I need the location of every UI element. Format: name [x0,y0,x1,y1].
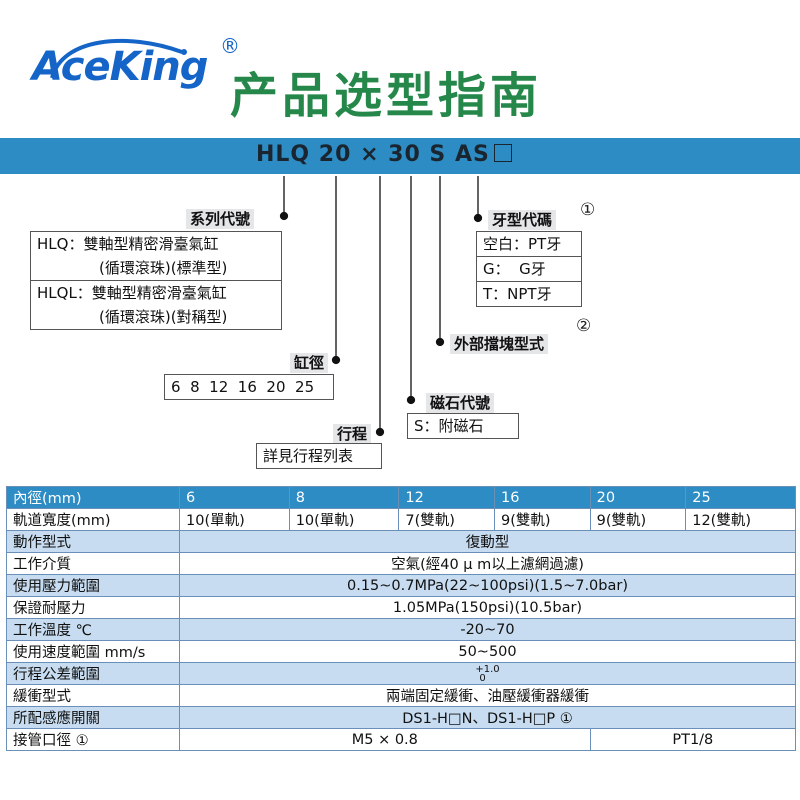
row-name: 緩衝型式 [6,684,180,707]
thread-row: T：NPT牙 [477,281,581,306]
model-code: HLQ 20 × 30 S AS [256,142,512,167]
stroke-label: 行程 [333,423,372,444]
table-cell: 空氣(經40 μ m以上濾網過濾) [179,552,796,575]
thread-row: G： G牙 [477,256,581,281]
brand-logo: AceKing [32,30,222,100]
external-label: 外部擋塊型式 [450,333,549,354]
table-cell: 復動型 [179,530,796,553]
row-name: 行程公差範圍 [6,662,180,685]
note-1-marker: ① [580,200,596,220]
row-name: 使用速度範圍 mm/s [6,640,180,663]
row-name: 使用壓力範圍 [6,574,180,597]
table-cell: 10(單軌) [179,508,290,531]
series-row: HLQL：雙軸型精密滑臺氣缸 [31,280,281,305]
series-label: 系列代號 [186,208,255,229]
page-title: 产品选型指南 [230,68,543,124]
table-cell: 9(雙軌) [494,508,591,531]
table-header-cell: 20 [589,486,687,509]
table-cell: 9(雙軌) [589,508,687,531]
tolerance-lower: 0 [479,672,486,684]
table-cell: 7(雙軌) [398,508,496,531]
series-row: HLQ：雙軸型精密滑臺氣缸 [37,235,219,253]
row-name: 工作介質 [6,552,180,575]
table-row: 使用壓力範圍 0.15~0.7MPa(22~100psi)(1.5~7.0bar… [6,574,796,597]
table-header-cell: 16 [494,486,591,509]
table-header-cell: 25 [685,486,796,509]
model-code-text: HLQ 20 × 30 S AS [256,142,490,167]
connector-lines [279,176,483,437]
table-row: 緩衝型式 兩端固定緩衝、油壓緩衝器緩衝 [6,684,796,707]
thread-label: 牙型代碼 [488,209,557,230]
registered-mark: ® [220,34,240,58]
table-row: 動作型式 復動型 [6,530,796,553]
row-name: 接管口徑 ① [6,728,180,751]
thread-box: 空白：PT牙 G： G牙 T：NPT牙 [476,231,582,307]
table-row: 保證耐壓力 1.05MPa(150psi)(10.5bar) [6,596,796,619]
table-cell: -20~70 [179,618,796,641]
bore-label: 缸徑 [290,352,329,373]
bore-box: 6 8 12 16 20 25 [164,374,334,400]
stroke-box: 詳見行程列表 [256,443,382,469]
magnet-box: S：附磁石 [407,413,519,439]
table-row: 工作溫度 ℃ -20~70 [6,618,796,641]
row-name: 軌道寬度(mm) [6,508,180,531]
row-name: 所配感應開關 [6,706,180,729]
table-row: 接管口徑 ① M5 × 0.8 PT1/8 [6,728,797,751]
table-cell: 0.15~0.7MPa(22~100psi)(1.5~7.0bar) [179,574,796,597]
table-cell: 50~500 [179,640,796,663]
row-name: 保證耐壓力 [6,596,180,619]
series-row: (循環滾珠)(標準型) [99,259,228,277]
thread-row: 空白：PT牙 [483,235,562,253]
table-cell: DS1-H□N、DS1-H□P ① [179,706,796,729]
table-header-cell: 12 [398,486,496,509]
table-cell: 12(雙軌) [685,508,796,531]
series-box: HLQ：雙軸型精密滑臺氣缸 (循環滾珠)(標準型) HLQL：雙軸型精密滑臺氣缸… [30,231,282,330]
table-cell: 1.05MPa(150psi)(10.5bar) [179,596,796,619]
table-cell: 10(單軌) [288,508,400,531]
magnet-value: S：附磁石 [414,417,484,435]
logo-swoosh-icon [50,38,187,79]
table-row: 所配感應開關 DS1-H□N、DS1-H□P ① [6,706,796,729]
table-cell: 兩端固定緩衝、油壓緩衝器緩衝 [179,684,796,707]
row-name: 工作溫度 ℃ [6,618,180,641]
table-header-cell: 6 [179,486,290,509]
table-cell: PT1/8 [589,728,797,751]
table-header-row: 內徑(mm) 6 8 12 16 20 25 [6,486,796,509]
table-row: 使用速度範圍 mm/s 50~500 [6,640,796,663]
table-header-cell: 8 [288,486,400,509]
row-name: 動作型式 [6,530,180,553]
series-row: (循環滾珠)(對稱型) [99,308,228,326]
magnet-label: 磁石代號 [426,392,495,413]
thread-slot-box [493,144,512,162]
table-row: 工作介質 空氣(經40 μ m以上濾網過濾) [6,552,796,575]
brand-name: AceKing [32,44,208,90]
note-2-marker: ② [576,316,592,336]
spec-table: 內徑(mm) 6 8 12 16 20 25 軌道寬度(mm) 10(單軌) 1… [6,486,797,751]
model-band [0,138,800,174]
table-cell: M5 × 0.8 [179,728,591,751]
stroke-value: 詳見行程列表 [263,447,354,465]
bore-values: 6 8 12 16 20 25 [171,378,315,396]
tolerance-upper: +1.0 [475,663,500,675]
table-header-cell: 內徑(mm) [6,486,180,509]
table-row: 軌道寬度(mm) 10(單軌) 10(單軌) 7(雙軌) 9(雙軌) 9(雙軌)… [6,508,796,531]
